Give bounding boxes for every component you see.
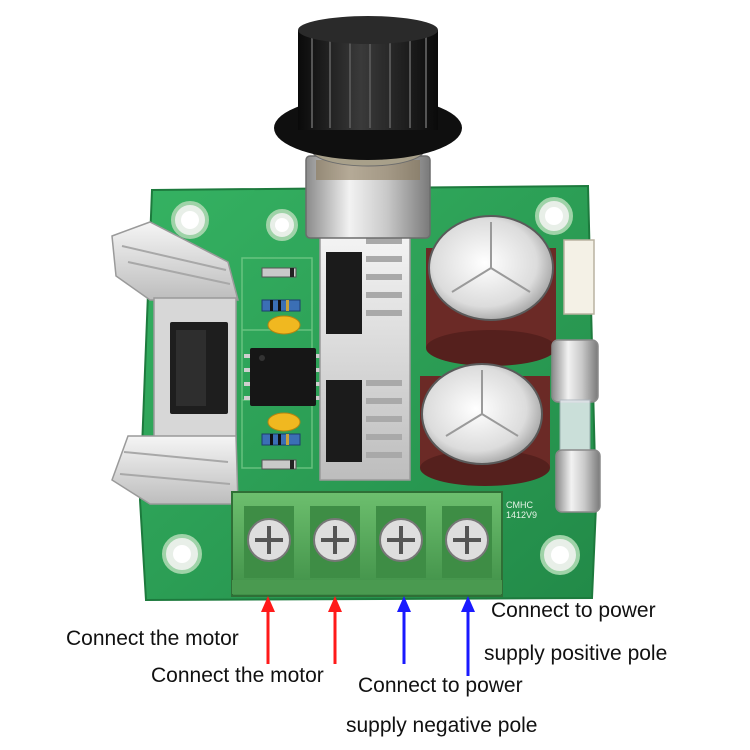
pcb-code-line-2: 1412V9 (506, 509, 538, 520)
mounting-holes (162, 197, 580, 575)
ceramic-capacitor-bottom (267, 412, 301, 432)
capacitor-top (426, 215, 556, 366)
fuse (551, 339, 601, 513)
arrow-motor-2 (328, 596, 342, 664)
pcb-silkscreen-code: CMHC 1412V9 (506, 500, 538, 521)
terminal-block (231, 491, 503, 597)
arrow-power-positive (461, 596, 475, 676)
diode-bottom (261, 459, 297, 470)
pcb-code-line-1: CMHC (506, 500, 533, 510)
terminal-screw-1 (244, 506, 294, 578)
diode-top (261, 267, 297, 278)
knob (274, 16, 462, 160)
label-positive-line-2: supply positive pole (484, 642, 668, 665)
small-components (244, 267, 322, 470)
center-heatsink (319, 229, 411, 481)
label-negative-line-2: supply negative pole (346, 714, 538, 737)
mosfet-top (326, 252, 362, 334)
label-connect-motor-1: Connect the motor (66, 627, 239, 650)
potentiometer (274, 16, 462, 239)
arrow-motor-1 (261, 596, 275, 664)
left-heatsink (111, 221, 239, 505)
label-negative-line-1: Connect to power (358, 674, 523, 697)
capacitor-bottom (420, 363, 550, 486)
terminal-screw-4 (442, 506, 492, 578)
terminal-screw-2 (310, 506, 360, 578)
white-connector (563, 239, 595, 315)
mosfet-bottom (326, 380, 362, 462)
ceramic-capacitor-top (267, 315, 301, 335)
arrow-power-negative (397, 596, 411, 664)
terminal-screw-3 (376, 506, 426, 578)
ic-chip (250, 348, 316, 406)
label-connect-motor-2: Connect the motor (151, 664, 324, 687)
label-positive-line-1: Connect to power (491, 599, 656, 622)
